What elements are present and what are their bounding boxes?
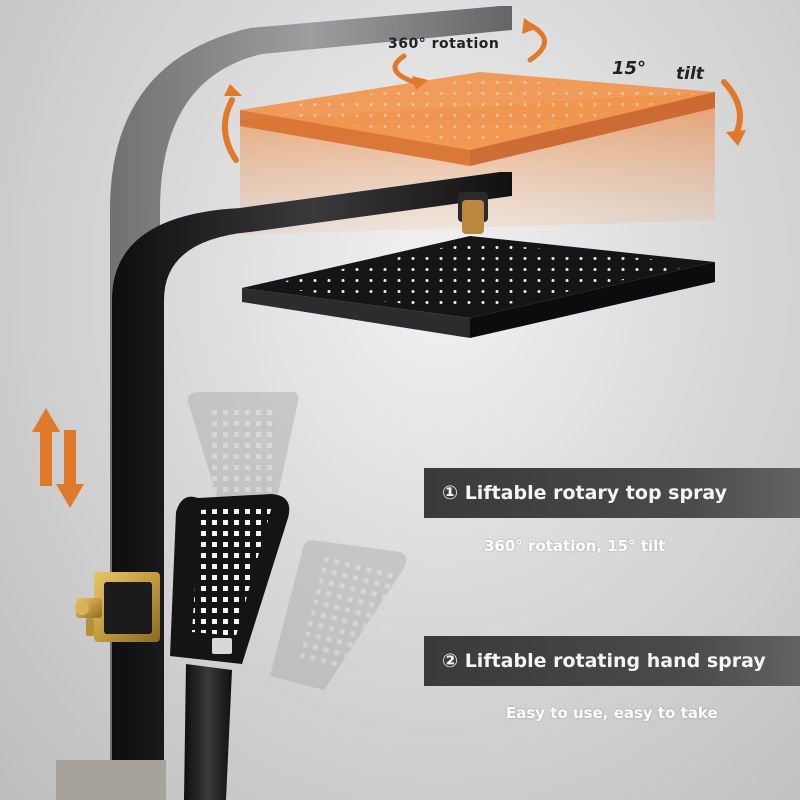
rotation-arrow-icon: [392, 18, 547, 90]
feature-subtitle-top-spray: 360° rotation, 15° tilt: [484, 537, 666, 555]
tilt-arrow-icon: [221, 79, 746, 163]
rotation-label: 360° rotation: [388, 36, 500, 52]
floor-plate: [56, 760, 166, 800]
tilt-word-label: tilt: [676, 64, 704, 84]
feature-banner-top-spray: ① Liftable rotary top spray: [424, 468, 800, 518]
riser-pipe: [112, 172, 512, 800]
raised-top-spray-head: [240, 72, 715, 166]
up-down-arrow-icon: [32, 408, 84, 508]
ghost-hand-spray-lower: [270, 540, 407, 690]
top-spray-head: [242, 236, 715, 338]
tilt-degree-label: 15°: [612, 58, 647, 79]
hand-spray: [170, 494, 290, 800]
feature-subtitle-hand-spray: Easy to use, easy to take: [506, 704, 718, 722]
feature-banner-hand-spray: ② Liftable rotating hand spray: [424, 636, 800, 686]
valve-body: [75, 572, 160, 642]
